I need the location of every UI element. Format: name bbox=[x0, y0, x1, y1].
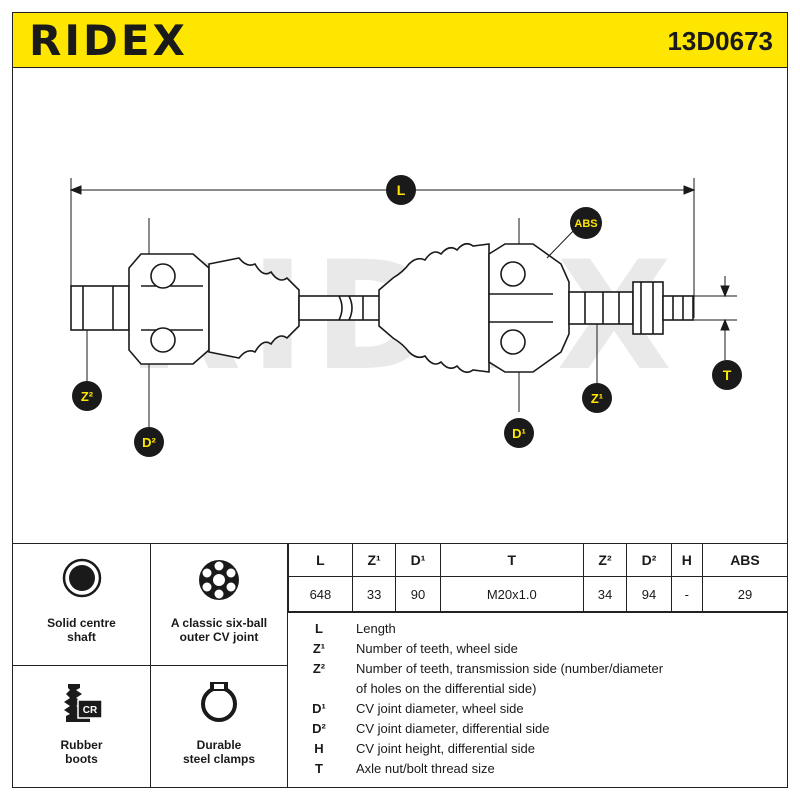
callout-Z2: Z² bbox=[72, 381, 102, 411]
legend-text: of holes on the differential side) bbox=[356, 681, 537, 696]
part-number: 13D0673 bbox=[667, 26, 773, 56]
six-ball-cv-joint-icon bbox=[199, 560, 239, 600]
header-bar: RIDEX 13D0673 bbox=[13, 13, 787, 68]
spec-header: D² bbox=[626, 544, 672, 577]
steel-clamp-icon bbox=[201, 682, 237, 722]
spec-value: 34 bbox=[582, 576, 628, 612]
legend-key: L bbox=[315, 621, 323, 636]
legend-text: CV joint diameter, differential side bbox=[356, 721, 550, 736]
product-sheet: RIDEX 13D0673 RIDEX bbox=[12, 12, 788, 788]
shaft-body bbox=[70, 242, 694, 374]
legend-key: Z² bbox=[312, 661, 326, 676]
spec-value: 94 bbox=[626, 576, 672, 612]
feature-six-ball-joint-label: A classic six-ball outer CV joint bbox=[170, 616, 268, 644]
solid-shaft-icon bbox=[62, 558, 101, 598]
spec-header: ABS bbox=[701, 544, 787, 577]
feature-rubber-boots: CR Rubber boots bbox=[13, 666, 151, 787]
specs-panel: Solid centre shaft A classic six-ball ou… bbox=[13, 543, 787, 787]
legend-row: Z² Number of teeth, transmission side (n… bbox=[288, 661, 787, 681]
callout-D2: D² bbox=[134, 427, 164, 457]
legend-row: D² CV joint diameter, differential side bbox=[288, 721, 787, 741]
brand-logo: RIDEX bbox=[29, 16, 188, 65]
spec-header: Z² bbox=[582, 544, 628, 577]
legend-text: Length bbox=[356, 621, 396, 636]
spec-value: - bbox=[670, 576, 703, 612]
drive-shaft-drawing: RIDEX bbox=[69, 175, 742, 457]
callout-D1-text: D¹ bbox=[512, 426, 526, 441]
callout-T: T bbox=[712, 360, 742, 390]
feature-solid-shaft: Solid centre shaft bbox=[13, 544, 151, 666]
callout-D2-text: D² bbox=[142, 435, 156, 450]
legend-key: D² bbox=[312, 721, 326, 736]
legend-text: Number of teeth, wheel side bbox=[356, 641, 518, 656]
callout-ABS: ABS bbox=[570, 207, 602, 239]
feature-solid-shaft-label: Solid centre shaft bbox=[47, 616, 116, 644]
callout-L: L bbox=[386, 175, 416, 205]
spec-value: 29 bbox=[701, 576, 787, 612]
legend-row: L Length bbox=[288, 621, 787, 641]
legend-key: H bbox=[314, 741, 324, 756]
legend-row: T Axle nut/bolt thread size bbox=[288, 761, 787, 781]
legend-text: Number of teeth, transmission side (numb… bbox=[356, 661, 664, 676]
feature-rubber-boots-label: Rubber boots bbox=[60, 738, 103, 766]
feature-steel-clamps: Durable steel clamps bbox=[151, 666, 288, 787]
spec-header: H bbox=[670, 544, 703, 577]
legend-row: of holes on the differential side) bbox=[288, 681, 787, 701]
spec-header: T bbox=[439, 544, 584, 577]
legend-text: CV joint diameter, wheel side bbox=[356, 701, 524, 716]
thread-dimension bbox=[693, 276, 737, 360]
spec-value: M20x1.0 bbox=[439, 576, 584, 612]
feature-six-ball-joint: A classic six-ball outer CV joint bbox=[151, 544, 288, 666]
spec-header: D¹ bbox=[395, 544, 441, 577]
rubber-boot-icon: CR bbox=[63, 684, 103, 722]
spec-header: L bbox=[288, 544, 353, 577]
callout-Z1: Z¹ bbox=[582, 383, 612, 413]
spec-value: 90 bbox=[395, 576, 441, 612]
legend: L Length Z¹ Number of teeth, wheel side … bbox=[288, 612, 787, 787]
spec-value: 648 bbox=[288, 576, 353, 612]
drive-shaft-diagram: RIDEX bbox=[13, 68, 787, 543]
callout-ABS-text: ABS bbox=[574, 218, 597, 230]
cr-badge-text: CR bbox=[82, 705, 97, 716]
legend-key: Z¹ bbox=[312, 641, 326, 656]
spec-value: 33 bbox=[351, 576, 397, 612]
callout-Z2-text: Z² bbox=[81, 389, 94, 404]
spec-value-row: 648 33 90 M20x1.0 34 94 - 29 bbox=[288, 576, 787, 612]
legend-key: T bbox=[315, 761, 323, 776]
callout-Z1-text: Z¹ bbox=[591, 391, 603, 406]
callout-D1: D¹ bbox=[504, 418, 534, 448]
legend-text: CV joint height, differential side bbox=[356, 741, 535, 756]
spec-header-row: L Z¹ D¹ T Z² D² H ABS bbox=[288, 544, 787, 577]
legend-row: Z¹ Number of teeth, wheel side bbox=[288, 641, 787, 661]
feature-steel-clamps-label: Durable steel clamps bbox=[182, 738, 256, 766]
legend-key: D¹ bbox=[312, 701, 326, 716]
spec-header: Z¹ bbox=[351, 544, 397, 577]
callout-L-text: L bbox=[397, 182, 406, 198]
legend-text: Axle nut/bolt thread size bbox=[356, 761, 495, 776]
spec-table: L Z¹ D¹ T Z² D² H ABS 648 33 90 M20x1.0 … bbox=[288, 544, 787, 612]
callout-T-text: T bbox=[723, 367, 732, 383]
legend-row: H CV joint height, differential side bbox=[288, 741, 787, 761]
legend-row: D¹ CV joint diameter, wheel side bbox=[288, 701, 787, 721]
